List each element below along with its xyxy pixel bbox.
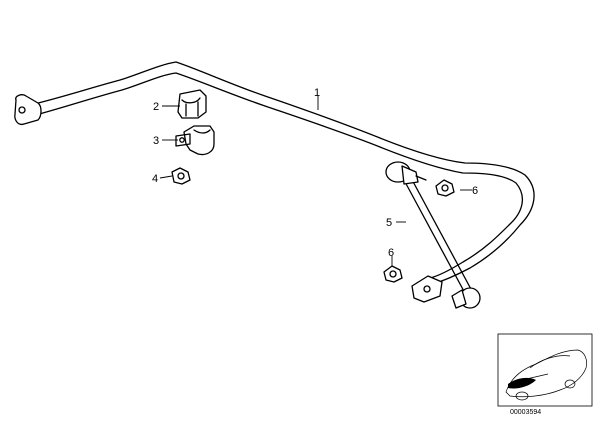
callout-4: 4: [152, 173, 158, 185]
vehicle-locator-thumbnail: [497, 333, 593, 407]
callout-3: 3: [153, 135, 159, 147]
hex-nut-left[interactable]: [171, 167, 191, 185]
leader-lines: [159, 96, 472, 266]
callout-2: 2: [153, 101, 159, 113]
mounting-bracket[interactable]: [175, 125, 215, 156]
callout-1: 1: [314, 87, 320, 99]
callout-5: 5: [386, 217, 392, 229]
callout-6-lower: 6: [388, 247, 394, 259]
callout-6-upper: 6: [472, 185, 478, 197]
stabilizer-bar[interactable]: [29, 61, 535, 286]
hex-nut-upper-right[interactable]: [435, 179, 455, 197]
reference-code: 00003594: [510, 409, 541, 416]
stabilizer-link[interactable]: [385, 161, 481, 309]
hex-nut-lower-right[interactable]: [383, 265, 403, 283]
bar-mounting-lug: [411, 275, 443, 303]
rubber-mounting-bush[interactable]: [177, 89, 207, 119]
bar-end-left: [14, 94, 42, 126]
